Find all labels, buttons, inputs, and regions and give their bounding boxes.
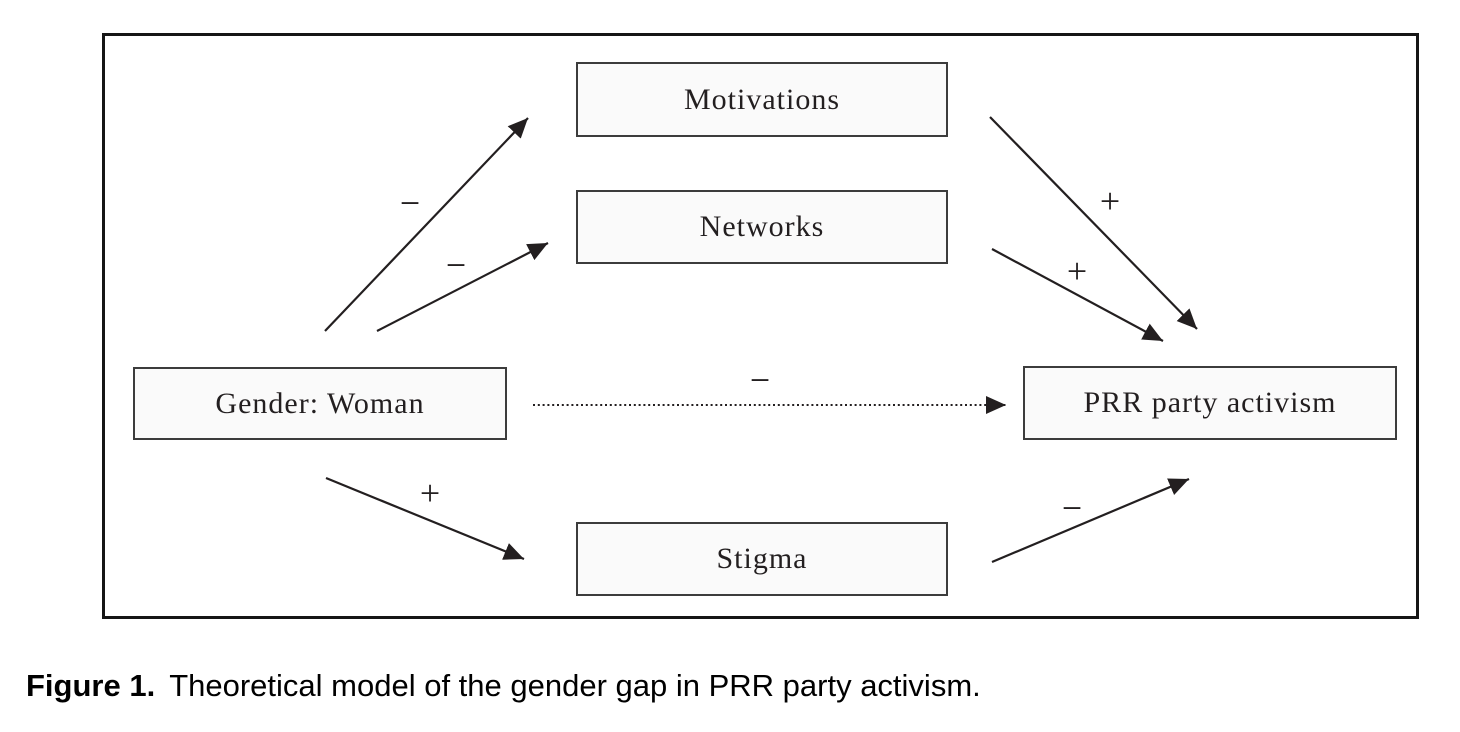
edge-sign-gender-to-motivations: − xyxy=(399,183,421,223)
edge-sign-gender-to-prr-direct: − xyxy=(749,360,771,400)
node-prr-party-activism: PRR party activism xyxy=(1023,366,1397,440)
node-motivations: Motivations xyxy=(576,62,948,137)
edge-sign-stigma-to-prr: − xyxy=(1061,488,1083,528)
node-prr-party-activism-label: PRR party activism xyxy=(1083,386,1337,419)
node-networks-label: Networks xyxy=(699,210,825,243)
node-motivations-label: Motivations xyxy=(683,82,840,116)
edge-sign-motivations-to-prr: + xyxy=(1099,181,1121,221)
caption-figure-number: Figure 1. xyxy=(26,668,156,703)
edge-sign-networks-to-prr: + xyxy=(1066,251,1088,291)
edge-sign-gender-to-networks: − xyxy=(445,245,467,285)
node-gender-woman: Gender: Woman xyxy=(133,367,507,440)
node-stigma-label: Stigma xyxy=(716,542,808,575)
figure-caption: Figure 1. Theoretical model of the gender… xyxy=(26,668,1426,704)
node-networks: Networks xyxy=(576,190,948,264)
node-gender-woman-label: Gender: Woman xyxy=(215,386,425,420)
caption-text: Theoretical model of the gender gap in P… xyxy=(169,668,981,703)
edge-sign-gender-to-stigma: + xyxy=(419,473,441,513)
node-stigma: Stigma xyxy=(576,522,948,596)
